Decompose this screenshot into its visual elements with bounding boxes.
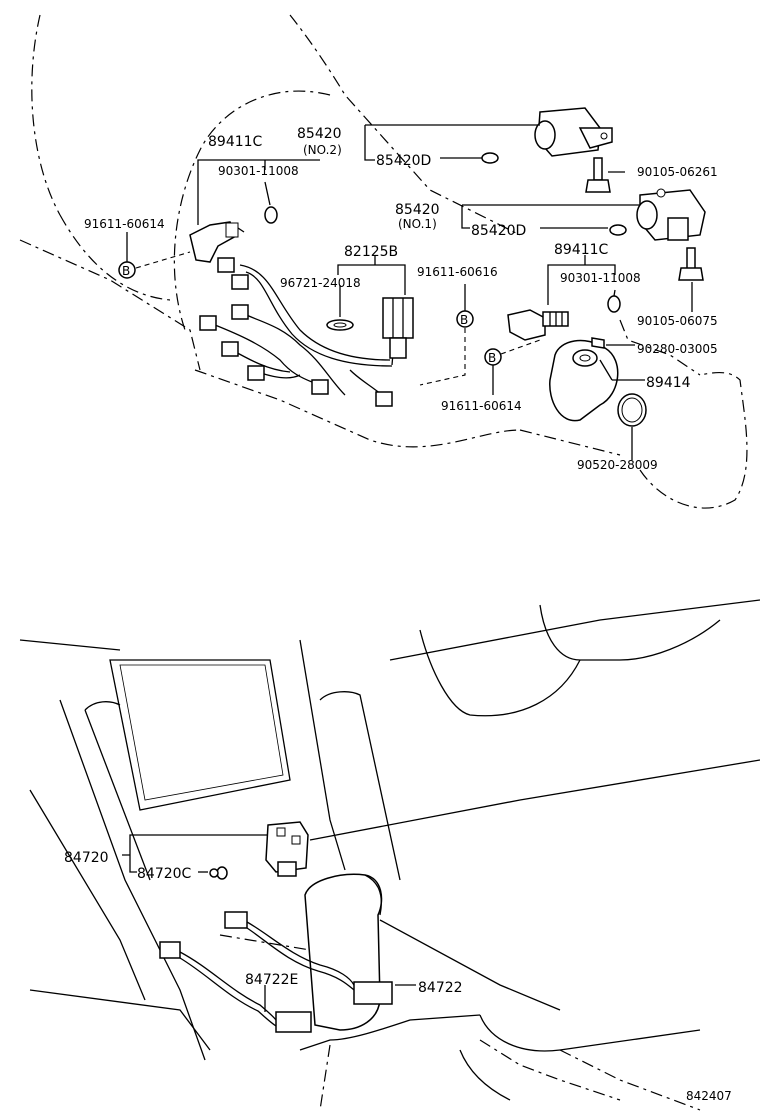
interior-outline <box>19 599 760 1111</box>
speed-sensor-right[interactable] <box>507 309 569 341</box>
bolt-marker-b: B <box>122 264 130 278</box>
label-96721: 96721-24018 <box>280 276 361 290</box>
bolt-marker-right: B <box>484 348 502 366</box>
label-89414: 89414 <box>646 375 691 391</box>
solenoid-85420-no1[interactable] <box>636 188 706 241</box>
connector-82125b[interactable] <box>382 297 414 359</box>
grommet-96721[interactable] <box>326 319 354 331</box>
label-85420-no2: 85420 <box>297 126 342 142</box>
label-84722e: 84722E <box>245 972 298 988</box>
bolt-90105-06075[interactable] <box>678 247 704 281</box>
label-90105-06075: 90105-06075 <box>637 314 718 328</box>
speed-sensor-left[interactable] <box>189 221 245 263</box>
label-no1: (NO.1) <box>398 217 437 231</box>
label-90280: 90280-03005 <box>637 342 718 356</box>
label-85420d-no2: 85420D <box>376 153 431 169</box>
label-91611-left: 91611-60614 <box>84 217 165 231</box>
label-90105-06261: 90105-06261 <box>637 165 718 179</box>
wire-harness-84722[interactable] <box>159 911 393 1033</box>
label-84722: 84722 <box>418 980 463 996</box>
label-91611-mid: 91611-60616 <box>417 265 498 279</box>
label-85420d-no1: 85420D <box>471 223 526 239</box>
o-ring-85420d-no2[interactable] <box>481 152 499 164</box>
diagram-id: 842407 <box>686 1089 732 1103</box>
label-82125b: 82125B <box>344 244 398 260</box>
label-91611-bottom: 91611-60614 <box>441 399 522 413</box>
label-89411c-top: 89411C <box>208 134 263 150</box>
o-ring-90301-right[interactable] <box>607 295 621 313</box>
label-90520: 90520-28009 <box>577 458 658 472</box>
bolt-marker-mid: B <box>456 310 474 328</box>
o-ring-85420d-no1[interactable] <box>609 224 627 236</box>
bolt-marker-b: B <box>488 351 496 365</box>
bolt-90105-06261[interactable] <box>585 157 611 193</box>
label-90301-top: 90301-11008 <box>218 164 299 178</box>
label-85420-no1: 85420 <box>395 202 440 218</box>
o-ring-90301-left[interactable] <box>264 206 278 224</box>
clip-84720c[interactable] <box>209 866 228 880</box>
label-84720: 84720 <box>64 850 109 866</box>
bolt-marker-left: B <box>118 261 136 279</box>
bolt-marker-b: B <box>460 313 468 327</box>
shift-lever-boot <box>304 873 383 1031</box>
switch-84720[interactable] <box>265 821 309 877</box>
label-84720c: 84720C <box>137 866 192 882</box>
label-90301-right: 90301-11008 <box>560 271 641 285</box>
label-no2: (NO.2) <box>303 143 342 157</box>
o-ring-90520[interactable] <box>617 393 647 427</box>
sensor-rotor-89414[interactable] <box>549 339 619 422</box>
clip-90280[interactable] <box>591 337 605 349</box>
solenoid-85420-no2[interactable] <box>534 107 613 157</box>
transmission-outline <box>19 14 748 509</box>
label-89411c-right: 89411C <box>554 242 609 258</box>
